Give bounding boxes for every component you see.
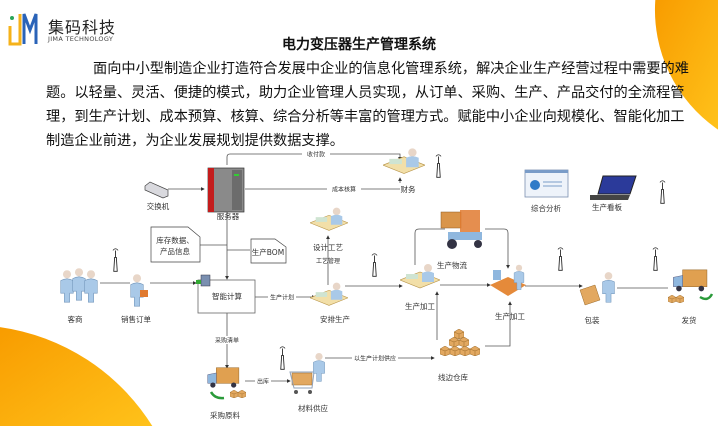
edge-payment <box>226 153 402 165</box>
antenna-icon <box>435 154 442 178</box>
node-label-processing-2: 生产加工 <box>495 311 525 321</box>
antenna-icon <box>279 346 286 370</box>
node-label-schedule: 安排生产 <box>320 314 350 324</box>
antenna-icon <box>652 247 659 271</box>
processing-machine-2-icon <box>490 264 526 296</box>
edge-label-outbound: 出库 <box>257 378 269 386</box>
edge-label-purchase-list: 采购清单 <box>215 337 239 345</box>
node-label-logistics: 生产物流 <box>437 260 467 270</box>
edge-label-payment: 收付款 <box>307 151 325 159</box>
processing-workstation-1-icon <box>400 263 440 289</box>
packing-icon <box>579 271 615 306</box>
switch-icon <box>144 181 169 199</box>
inventory-document-icon <box>150 226 201 263</box>
node-label-material-supply: 材料供应 <box>298 403 328 413</box>
edge-label-cost-accounting: 成本核算 <box>332 186 356 194</box>
bom-document-icon <box>250 238 287 264</box>
brand-name: 集码科技 <box>48 18 117 37</box>
edge-label-production-plan: 生产计划 <box>270 294 294 302</box>
node-label-server: 服务器 <box>217 211 240 221</box>
node-label-kanban: 生产看板 <box>592 202 622 212</box>
edge-label-supply-by-plan: 以生产计划供应 <box>354 355 396 363</box>
shipping-truck-icon <box>668 269 714 303</box>
antenna-icon <box>659 180 666 204</box>
node-label-analysis: 综合分析 <box>531 203 561 213</box>
node-label-smart-calc: 智能计算 <box>212 291 242 301</box>
brand-subtitle: JIMA TECHNOLOGY <box>48 35 114 43</box>
purchase-truck-icon <box>207 367 246 400</box>
node-label-finance: 财务 <box>401 184 416 194</box>
design-workstation-icon <box>310 207 348 231</box>
customers-icon <box>60 267 98 303</box>
node-label-bom: 生产BOM <box>252 247 284 257</box>
node-label-packing: 包装 <box>585 315 600 325</box>
node-label-design: 设计工艺 <box>313 242 343 252</box>
material-cart-icon <box>289 352 325 394</box>
server-icon <box>207 167 245 213</box>
node-label-line-warehouse: 线边仓库 <box>438 372 468 382</box>
node-label-sales-order: 销售订单 <box>121 314 151 324</box>
node-label-processing-1: 生产加工 <box>405 301 435 311</box>
warehouse-boxes-icon <box>440 329 480 356</box>
page-title: 电力变压器生产管理系统 <box>282 37 436 53</box>
antenna-icon <box>557 247 564 271</box>
logo-icon <box>8 13 38 46</box>
node-label-purchase-material: 采购原料 <box>210 410 240 420</box>
forklift-icon <box>440 210 482 249</box>
decorative-orange-circle-top-right <box>654 0 718 130</box>
antenna-icon <box>112 248 119 272</box>
scheduler-workstation-icon <box>310 282 348 306</box>
analysis-window-icon <box>524 169 569 198</box>
calculator-icon <box>196 274 211 287</box>
node-label-inventory-data: 库存数据、 <box>156 235 194 245</box>
node-label-shipping: 发货 <box>682 315 697 325</box>
laptop-icon <box>590 175 637 200</box>
finance-workstation-icon <box>383 147 425 175</box>
edge-docs <box>200 244 250 251</box>
salesperson-icon <box>130 273 148 307</box>
node-label-customer: 客商 <box>68 314 83 324</box>
edge-warehouse-processing-2 <box>485 301 512 347</box>
intro-paragraph: 面向中小型制造企业打造符合发展中企业的信息化管理系统，解决企业生产经营过程中需要… <box>46 61 689 149</box>
antenna-icon <box>371 253 378 277</box>
edge-logistics <box>414 228 508 268</box>
node-label-switch: 交换机 <box>147 201 170 211</box>
decorative-orange-circle-bottom-left <box>0 327 153 426</box>
node-label-product-info: 产品信息 <box>160 246 190 256</box>
node-label-process-mgmt: 工艺管理 <box>316 257 340 265</box>
